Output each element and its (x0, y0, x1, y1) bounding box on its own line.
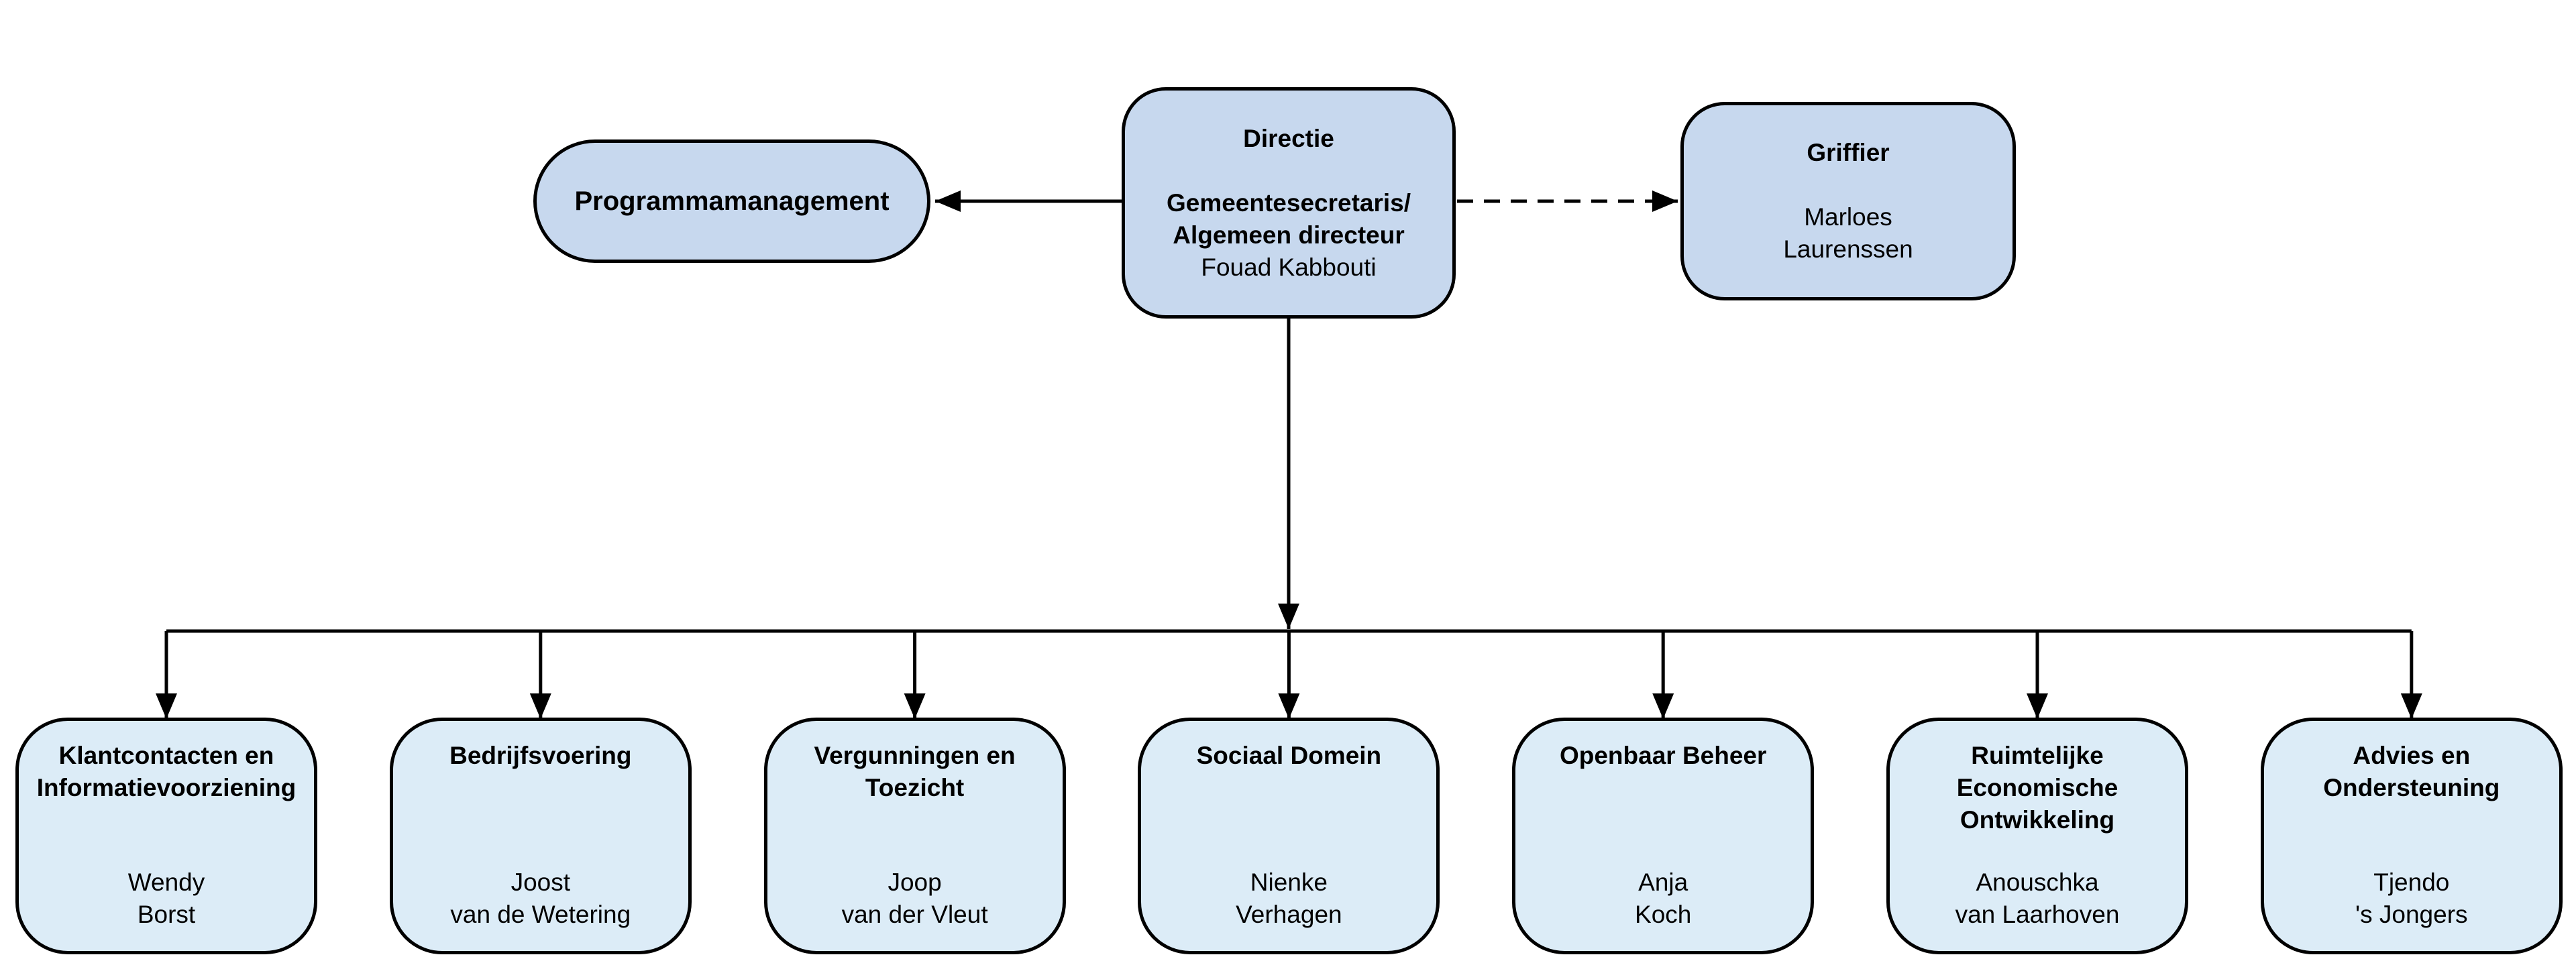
department-title-line: Ontwikkeling (1960, 806, 2115, 834)
department-person-line: Anja (1638, 868, 1688, 896)
department-title-line: Informatievoorziening (36, 774, 297, 801)
department-box: Vergunningen en Toezicht Joop van der Vleu… (763, 718, 1066, 954)
directie-subtitle-line: Algemeen directeur (1173, 221, 1405, 249)
department-title-line: Ruimtelijke (1971, 742, 2104, 769)
department-title-line: Klantcontacten en (58, 742, 274, 769)
department-title: Klantcontacten en Informatievoorziening (19, 740, 314, 804)
department-person-line: Borst (137, 901, 196, 928)
department-title: Vergunningen en Toezicht (767, 740, 1063, 804)
node-programmamanagement: Programmamanagement (533, 139, 930, 263)
department-title-line: Toezicht (865, 774, 965, 801)
department-box: Bedrijfsvoering Joost van de Wetering (389, 718, 692, 954)
department-person-line: van Laarhoven (1955, 901, 2120, 928)
department-title-line: Advies en (2353, 742, 2471, 769)
department-person-line: Nienke (1250, 868, 1328, 896)
department-person: Joost van de Wetering (393, 866, 688, 931)
department-person-line: Wendy (127, 868, 205, 896)
department-box: Klantcontacten en Informatievoorziening W… (15, 718, 317, 954)
department-person-line: Anouschka (1976, 868, 2099, 896)
department-title-line: Sociaal Domein (1196, 742, 1382, 769)
directie-person: Fouad Kabbouti (1201, 253, 1377, 281)
department-title-line: Bedrijfsvoering (449, 742, 632, 769)
griffier-person-line: Marloes (1804, 203, 1892, 231)
department-person: Joop van der Vleut (767, 866, 1063, 931)
department-title: Bedrijfsvoering (393, 740, 688, 772)
department-person: Tjendo 's Jongers (2264, 866, 2559, 931)
node-griffier: Griffier Marloes Laurenssen (1680, 102, 2016, 300)
department-person-line: 's Jongers (2355, 901, 2468, 928)
department-person-line: Verhagen (1236, 901, 1342, 928)
department-person-line: Tjendo (2373, 868, 2450, 896)
department-title-line: Ondersteuning (2323, 774, 2500, 801)
department-title-line: Economische (1956, 774, 2118, 801)
department-title-line: Vergunningen en (814, 742, 1016, 769)
department-title: Openbaar Beheer (1515, 740, 1811, 772)
department-box: Advies en Ondersteuning Tjendo 's Jongers (2260, 718, 2563, 954)
node-directie: Directie Gemeentesecretaris/ Algemeen di… (1122, 87, 1456, 319)
department-person-line: van der Vleut (841, 901, 988, 928)
department-person-line: Joost (511, 868, 571, 896)
department-title: Advies en Ondersteuning (2264, 740, 2559, 804)
programmamanagement-title: Programmamanagement (574, 186, 890, 216)
tree-branch-lines (156, 629, 2422, 719)
department-person-line: Koch (1635, 901, 1692, 928)
department-title-line: Openbaar Beheer (1559, 742, 1767, 769)
directie-title: Directie (1243, 124, 1334, 152)
department-person-line: Joop (888, 868, 942, 896)
griffier-title: Griffier (1807, 139, 1890, 166)
department-title: Sociaal Domein (1141, 740, 1436, 772)
department-person: Anouschka van Laarhoven (1890, 866, 2185, 931)
department-person-line: van de Wetering (450, 901, 631, 928)
directie-subtitle-line: Gemeentesecretaris/ (1166, 188, 1411, 217)
griffier-person-line: Laurenssen (1783, 235, 1913, 263)
